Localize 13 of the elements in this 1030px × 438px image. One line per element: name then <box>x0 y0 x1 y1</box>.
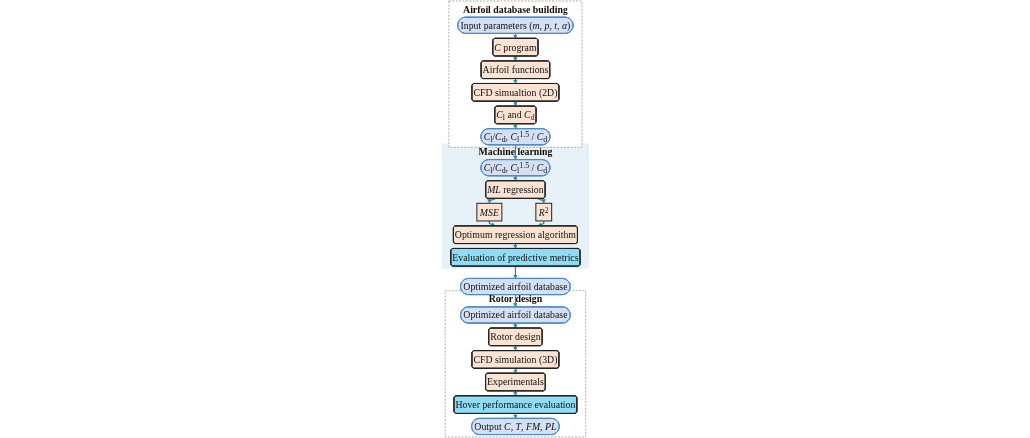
arrow <box>512 100 518 107</box>
arrow <box>512 294 518 308</box>
arrow <box>512 265 518 279</box>
arrow <box>512 123 518 130</box>
arrow <box>512 390 518 397</box>
arrow <box>512 78 518 84</box>
arrow <box>512 345 518 352</box>
node-box: R$^{2}$ <box>534 202 552 222</box>
arrow <box>512 33 518 39</box>
node-box: MSE <box>475 202 502 222</box>
arrow <box>486 198 496 204</box>
arrow <box>512 413 518 419</box>
arrow <box>512 243 518 249</box>
